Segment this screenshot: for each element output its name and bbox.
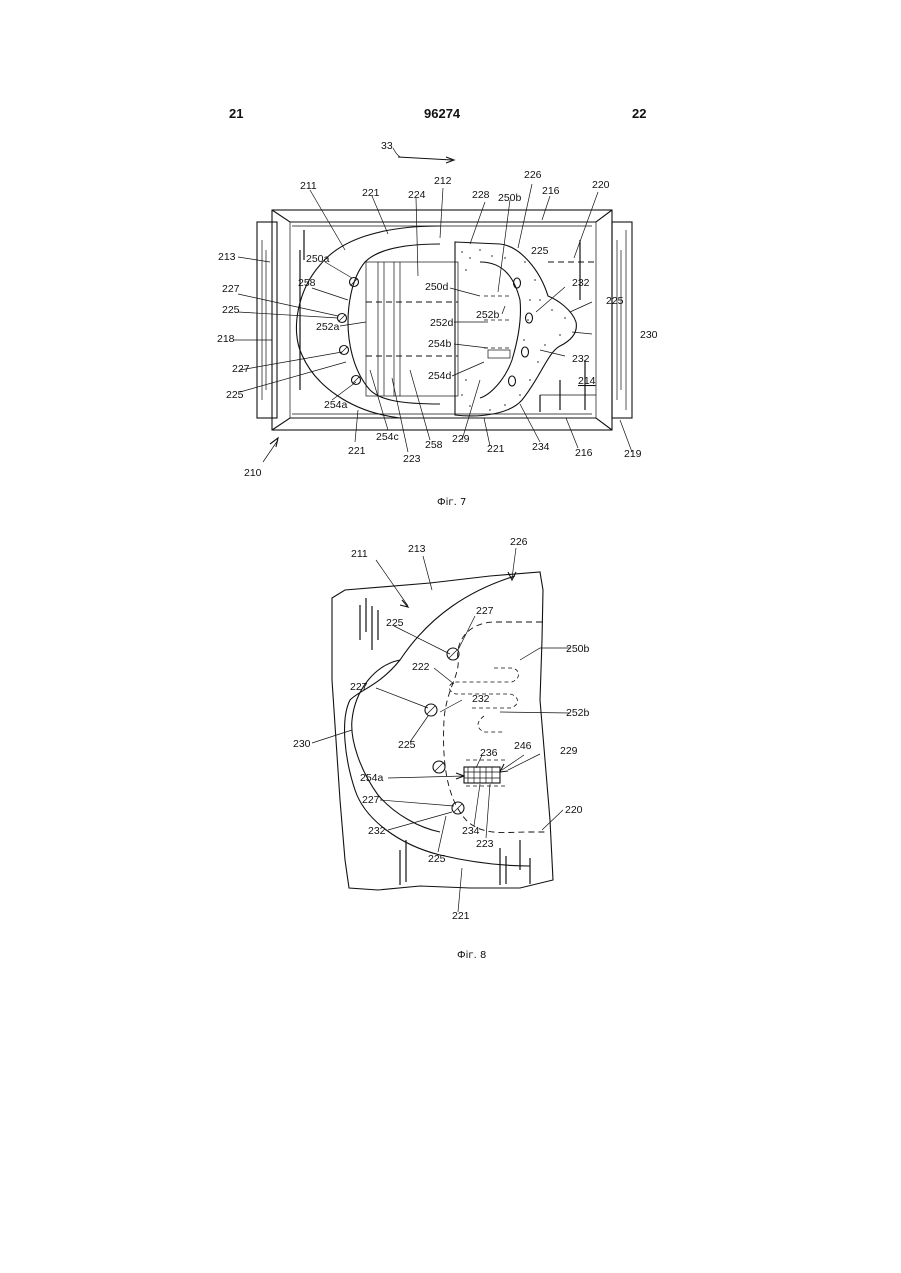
fig8-label-221: 221 bbox=[452, 910, 470, 922]
fig8-label-252b: 252b bbox=[566, 707, 590, 719]
fig8-label-211: 211 bbox=[351, 548, 368, 560]
fig8-label-222: 222 bbox=[412, 661, 430, 673]
fig8-label-225b: 225 bbox=[398, 739, 416, 751]
fig8-label-227b: 227 bbox=[350, 681, 368, 693]
fig8-label-225: 225 bbox=[386, 617, 404, 629]
fig8-label-223: 223 bbox=[476, 838, 494, 850]
fig8-label-236: 236 bbox=[480, 747, 498, 759]
fig8-label-220: 220 bbox=[565, 804, 583, 816]
fig8-label-227: 227 bbox=[476, 605, 494, 617]
fig8-label-254a: 254a bbox=[360, 772, 384, 784]
fig8-label-226: 226 bbox=[510, 536, 528, 548]
fig8-label-250b: 250b bbox=[566, 643, 590, 655]
fig8-label-213: 213 bbox=[408, 543, 426, 555]
fig8-label-225c: 225 bbox=[428, 853, 446, 865]
fig8-label-246: 246 bbox=[514, 740, 532, 752]
fig8-label-234: 234 bbox=[462, 825, 480, 837]
fig8-label-230: 230 bbox=[293, 738, 311, 750]
fig8-label-227c: 227 bbox=[362, 794, 380, 806]
fig8-label-232b: 232 bbox=[368, 825, 386, 837]
figure-8-drawing: 211 213 226 227 225 250b 222 227 232 252… bbox=[0, 0, 901, 980]
figure-8-caption: Фіг. 8 bbox=[457, 950, 486, 961]
fig8-label-232: 232 bbox=[472, 693, 490, 705]
fig8-label-229: 229 bbox=[560, 745, 578, 757]
